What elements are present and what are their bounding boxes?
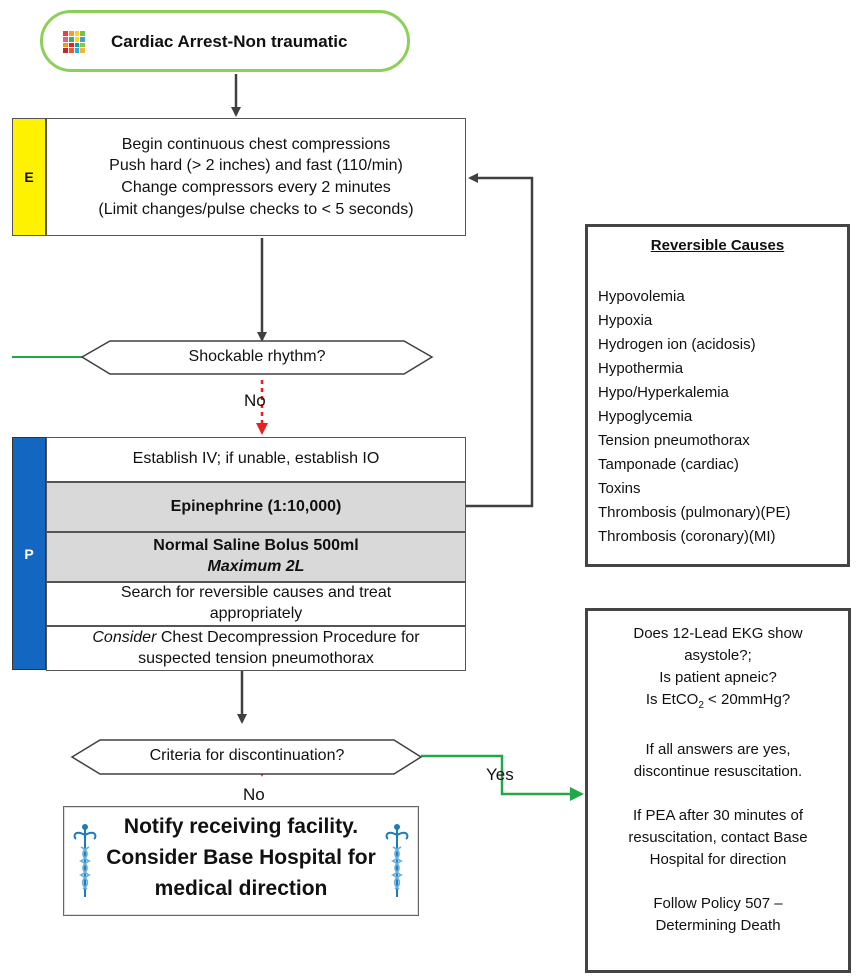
grid-icon-cell (74, 42, 80, 48)
discontinue-instruction: If all answers are yes, discontinue resu… (633, 741, 803, 780)
question-ekg: Does 12-Lead EKG show asystole?; (633, 625, 803, 664)
cause-item: Thrombosis (pulmonary)(PE) (598, 504, 791, 521)
cause-item: Thrombosis (coronary)(MI) (598, 528, 776, 545)
loop-back-line (466, 173, 534, 508)
policy-reference: Follow Policy 507 – Determining Death (653, 895, 783, 934)
grid-icon-cell (74, 31, 80, 36)
e-line-1: Begin continuous chest compressions (121, 135, 391, 153)
discontinuation-questions: Does 12-Lead EKG show asystole?; Is pati… (588, 623, 848, 717)
decision2-text: Criteria for discontinuation? (149, 747, 345, 764)
discontinuation-box: Does 12-Lead EKG show asystole?; Is pati… (585, 608, 851, 973)
caduceus-icon (73, 824, 97, 897)
p-row-epinephrine-text: Epinephrine (1:10,000) (170, 497, 342, 515)
p-row-saline: Normal Saline Bolus 500ml Maximum 2L (46, 532, 466, 582)
reversible-causes-heading: Reversible Causes (650, 237, 785, 254)
title-pill: Cardiac Arrest-Non traumatic (40, 10, 410, 72)
grid-icon-cell (80, 48, 85, 53)
grid-icon-cell (74, 36, 80, 42)
decision1-text: Shockable rhythm? (188, 348, 326, 365)
consider-text: Consider (92, 628, 157, 646)
pea-instruction: If PEA after 30 minutes of resuscitation… (628, 807, 808, 868)
e-line-3: Change compressors every 2 minutes (121, 179, 391, 196)
reversible-causes-list: Hypovolemia Hypoxia Hydrogen ion (acidos… (598, 285, 791, 549)
grid-icon-cell (63, 36, 68, 42)
question-apneic: Is patient apneic? (659, 669, 777, 686)
etco2-suffix: < 20mmHg? (703, 691, 791, 708)
page-title: Cardiac Arrest-Non traumatic (111, 32, 348, 51)
cause-item: Hypoglycemia (598, 408, 693, 425)
cause-item: Tamponade (cardiac) (598, 456, 739, 473)
p-row-epinephrine: Epinephrine (1:10,000) (46, 482, 466, 532)
e-tab: E (12, 118, 46, 236)
grid-icon-cell (68, 31, 74, 36)
grid-icon-cell (68, 48, 74, 53)
notify-text: Notify receiving facility. Consider Base… (106, 815, 376, 900)
grid-icon-cell (80, 36, 85, 42)
reversible-causes-box: Reversible Causes Hypovolemia Hypoxia Hy… (585, 224, 850, 567)
p-row-search-text: Search for reversible causes and treat a… (120, 584, 392, 622)
grid-icon-cell (63, 31, 68, 36)
etco2-prefix: Is EtCO (645, 691, 699, 708)
decision2-no-label: No (243, 785, 265, 804)
p-row-saline-line1: Normal Saline Bolus 500ml (153, 537, 359, 555)
e-line-2: Push hard (> 2 inches) and fast (110/min… (109, 157, 403, 175)
p-row-decompression: Consider Chest Decompression Procedure f… (46, 626, 466, 671)
p-row-decompression-text: Consider Chest Decompression Procedure f… (77, 628, 435, 670)
etco2-subscript: 2 (698, 700, 704, 711)
decision2-shape (70, 739, 423, 775)
decision1-no-label: No (244, 391, 266, 410)
p-tab: P (12, 437, 46, 670)
p-row-iv: Establish IV; if unable, establish IO (46, 437, 466, 482)
cause-item: Hypothermia (598, 360, 684, 377)
grid-icon-cell (80, 31, 85, 36)
grid-icon-cell (80, 42, 85, 48)
p-row-iv-text: Establish IV; if unable, establish IO (132, 450, 380, 468)
e-line-4: (Limit changes/pulse checks to < 5 secon… (98, 200, 414, 218)
cause-item: Tension pneumothorax (598, 432, 750, 449)
decompression-rest-text: Chest Decompression Procedure for suspec… (138, 628, 420, 667)
cause-item: Hypoxia (598, 312, 653, 329)
cause-item: Hypo/Hyperkalemia (598, 384, 729, 401)
e-box: Begin continuous chest compressions Push… (46, 118, 466, 236)
caduceus-icon (385, 824, 409, 897)
decision2-yes-label: Yes (486, 765, 514, 784)
cause-item: Hydrogen ion (acidosis) (598, 336, 756, 353)
notify-box: Notify receiving facility. Consider Base… (63, 806, 419, 916)
grid-icon-cell (68, 36, 74, 42)
grid-icon-cell (68, 42, 74, 48)
cause-item: Hypovolemia (598, 288, 685, 305)
grid-icon-cell (63, 48, 68, 53)
question-etco2: Is EtCO2 < 20mmHg? (618, 689, 818, 717)
p-row-saline-line2: Maximum 2L (207, 558, 305, 575)
grid-icon-cell (74, 48, 80, 53)
cause-item: Toxins (598, 480, 641, 497)
decision1-shape (80, 340, 434, 375)
grid-icon (63, 31, 85, 53)
arrow-decision2-yes (421, 754, 584, 801)
p-row-search: Search for reversible causes and treat a… (46, 582, 466, 626)
grid-icon-cell (63, 42, 68, 48)
